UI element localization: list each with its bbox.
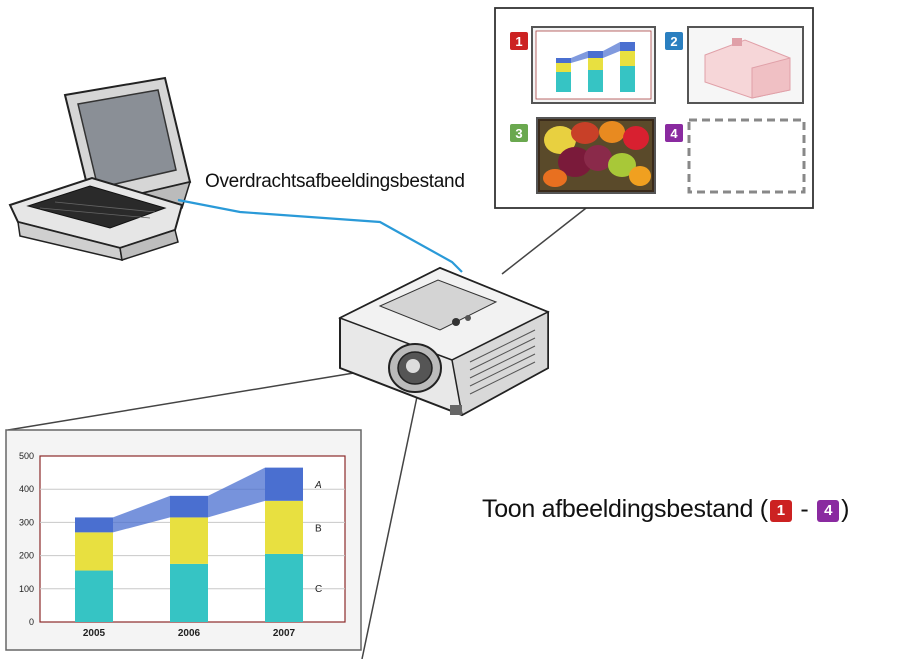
thumb-badge-2-number: 2	[670, 34, 677, 49]
chart-bar-segment	[170, 495, 208, 518]
chart-y-tick-label: 200	[19, 551, 34, 561]
chart-y-ticks: 0 100 200 300 400 500	[19, 451, 34, 627]
thumb-badge-4	[665, 124, 683, 142]
chart-x-tick-label: 2005	[83, 628, 106, 639]
chart-y-tick-label: 300	[19, 517, 34, 527]
thumbnail-4: 4	[665, 118, 806, 194]
thumbnail-3: 3	[510, 117, 656, 194]
badge-1-icon: 1	[769, 500, 792, 522]
projected-chart: 0 100 200 300 400 500 2005 2006 2007 C B A	[5, 429, 362, 651]
chart-x-ticks: 2005 2006 2007	[83, 628, 296, 639]
thumb-badge-1-number: 1	[515, 34, 522, 49]
chart-bar-segment	[265, 467, 303, 501]
display-image-label: Toon afbeeldingsbestand (1 - 4)	[482, 495, 849, 524]
display-label-separator: -	[793, 495, 816, 523]
thumbnail-panel: 1 2 3	[494, 7, 814, 209]
chart-series-labels: C B A	[314, 480, 322, 595]
transfer-image-label: Overdrachtsafbeeldingsbestand	[205, 171, 465, 192]
chart-ribbon	[208, 467, 265, 518]
chart-y-tick-label: 400	[19, 484, 34, 494]
data-cable	[177, 198, 463, 273]
chart-x-tick-label: 2006	[178, 628, 201, 639]
chart-bar-segment	[170, 517, 208, 564]
badge-4-icon: 4	[817, 500, 840, 522]
chart-series-label-a: A	[314, 480, 322, 491]
chart-series-label-c: C	[315, 584, 322, 595]
chart-bar-segment	[75, 570, 113, 622]
projection-line-top	[501, 204, 591, 275]
thumb-badge-2	[665, 32, 683, 50]
thumb-badge-4-number: 4	[670, 126, 678, 141]
chart-ribbon	[113, 495, 170, 533]
display-label-suffix: )	[841, 495, 850, 523]
chart-x-tick-label: 2007	[273, 628, 296, 639]
laptop-icon	[8, 76, 192, 261]
chart-y-tick-label: 500	[19, 451, 34, 461]
thumb-badge-3-number: 3	[515, 126, 522, 141]
chart-bars	[75, 467, 303, 622]
chart-bar-segment	[265, 500, 303, 554]
chart-bar-segment	[265, 553, 303, 622]
projection-line-bottom	[361, 391, 419, 659]
projection-line-left	[7, 369, 373, 431]
thumbnail-1: 1	[510, 26, 656, 104]
chart-bar-segment	[170, 563, 208, 622]
projector-icon	[338, 266, 550, 417]
chart-y-tick-label: 0	[29, 617, 34, 627]
thumbnail-2: 2	[665, 26, 804, 104]
chart-bar-segment	[75, 532, 113, 571]
display-label-prefix: Toon afbeeldingsbestand (	[482, 495, 768, 523]
chart-bar-segment	[75, 517, 113, 533]
thumb-badge-1	[510, 32, 528, 50]
chart-series-label-b: B	[315, 523, 322, 534]
chart-ribbons	[113, 467, 265, 533]
thumb-badge-3	[510, 124, 528, 142]
chart-y-tick-label: 100	[19, 584, 34, 594]
